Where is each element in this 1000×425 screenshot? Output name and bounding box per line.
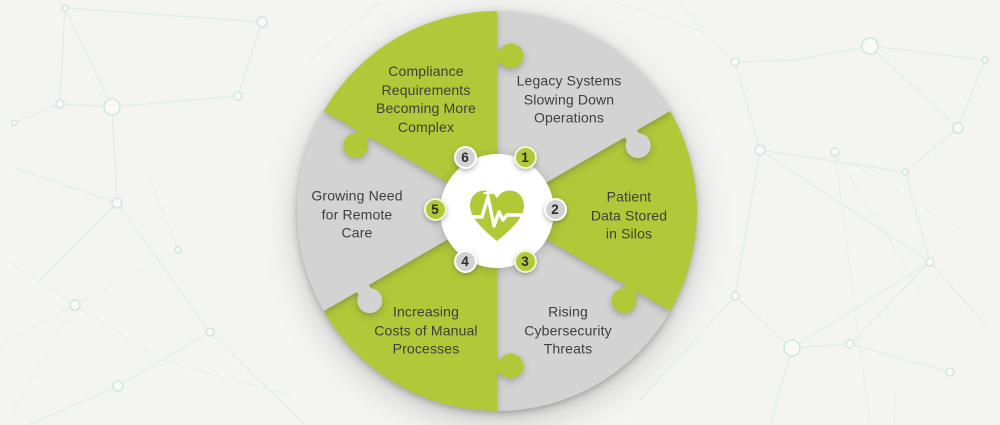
label-line: Cybersecurity bbox=[524, 321, 612, 338]
label-line: Threats bbox=[543, 340, 593, 357]
label-line: Operations bbox=[534, 109, 604, 126]
puzzle-piece-5 bbox=[297, 111, 497, 314]
label-line: Processes bbox=[392, 340, 460, 357]
ecg-pulse-line bbox=[470, 195, 524, 228]
segment-label-2: Patient Data Stored in Silos bbox=[591, 187, 667, 243]
puzzle-piece-3 bbox=[497, 211, 671, 411]
label-line: Increasing bbox=[392, 303, 460, 320]
segment-label-1: Legacy Systems Slowing Down Operations bbox=[517, 71, 622, 127]
label-line: Slowing Down bbox=[523, 90, 615, 107]
label-line: Compliance bbox=[388, 63, 464, 79]
segment-number-badge-5: 5 bbox=[423, 197, 447, 221]
heart-pulse-icon bbox=[470, 188, 524, 241]
label-line: Patient bbox=[606, 188, 652, 205]
label-line: in Silos bbox=[605, 225, 653, 242]
label-line: Rising bbox=[548, 303, 588, 320]
segment-label-3: Rising Cybersecurity Threats bbox=[524, 302, 612, 358]
puzzle-piece-1 bbox=[497, 11, 671, 211]
plus-cross-icon bbox=[483, 188, 493, 198]
segment-label-5: Growing Need for Remote Care bbox=[311, 186, 402, 242]
label-line: Becoming More bbox=[376, 100, 476, 116]
segment-number-badge-3: 3 bbox=[513, 249, 537, 273]
segment-number-badge-6: 6 bbox=[453, 145, 477, 169]
segment-label-6: Compliance Requirements Becoming More Co… bbox=[376, 62, 476, 136]
label-line: Care bbox=[341, 224, 373, 241]
label-line: Data Stored bbox=[590, 206, 668, 223]
label-line: Legacy Systems bbox=[516, 72, 622, 89]
segment-label-4: Increasing Costs of Manual Processes bbox=[374, 302, 477, 358]
label-line: for Remote bbox=[321, 205, 393, 222]
label-line: Costs of Manual bbox=[374, 321, 478, 338]
label-line: Complex bbox=[397, 118, 455, 135]
puzzle-piece-2 bbox=[497, 111, 697, 314]
label-line: Growing Need bbox=[311, 187, 403, 204]
segment-number-badge-1: 1 bbox=[513, 145, 537, 169]
segment-number-badge-4: 4 bbox=[453, 249, 477, 273]
segment-number-badge-2: 2 bbox=[543, 197, 567, 221]
label-line: Requirements bbox=[381, 81, 471, 98]
